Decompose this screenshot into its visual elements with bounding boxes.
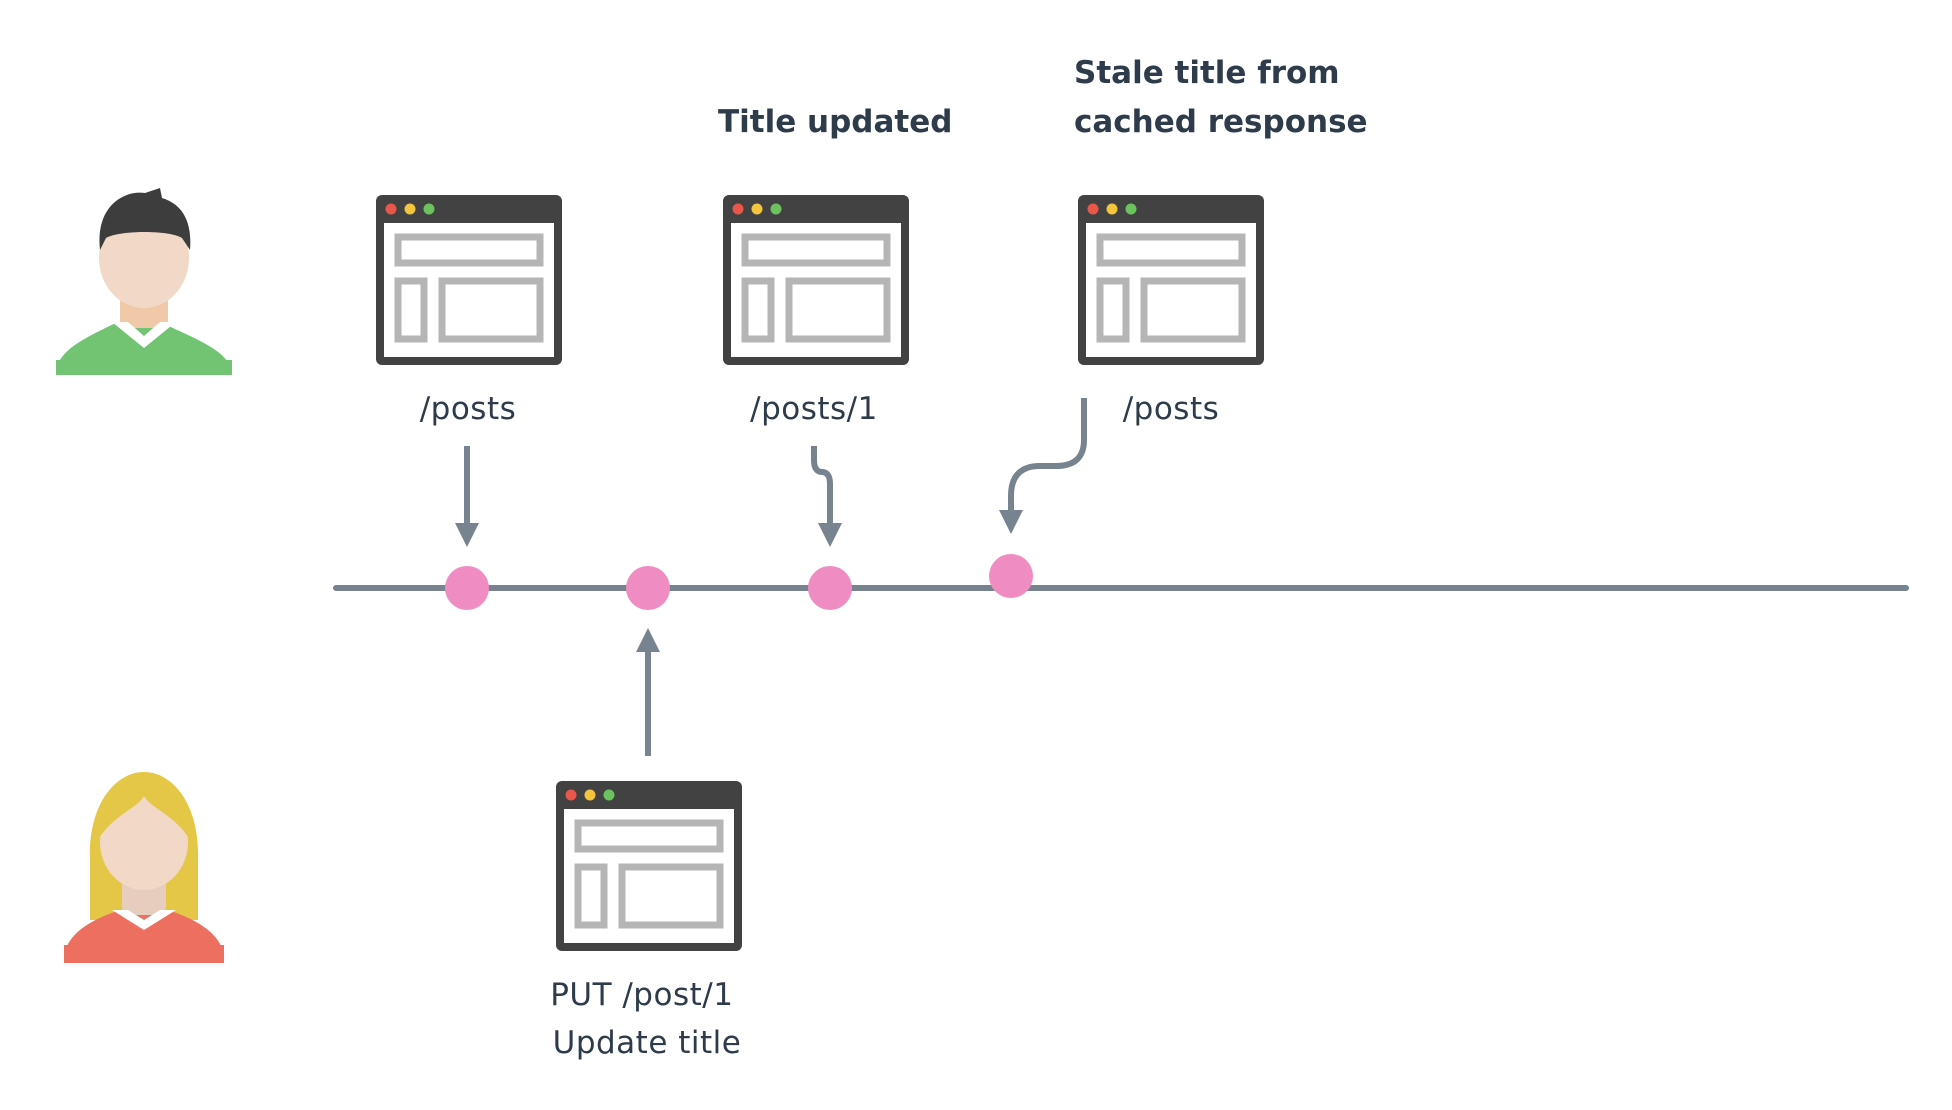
browser-window-icon — [556, 781, 742, 951]
request-label-get-post-1: /posts/1 — [750, 391, 878, 427]
arrow-cached-response — [999, 398, 1087, 534]
request-label-put-update: PUT /post/1 Update title — [550, 977, 744, 1061]
annotation-title-updated: Title updated — [718, 104, 952, 140]
browser-window-icon — [376, 195, 562, 365]
annotation-line: Stale title from — [1074, 55, 1340, 91]
female-user-icon — [64, 772, 224, 963]
request-label-get-posts: /posts — [420, 391, 517, 427]
request-line: /posts — [1123, 391, 1220, 427]
request-line: PUT /post/1 — [550, 977, 733, 1013]
male-user-icon — [56, 188, 232, 375]
event-dot-put-update — [626, 566, 670, 610]
annotation-line: cached response — [1074, 104, 1368, 140]
annotation-stale-title: Stale title from cached response — [1074, 55, 1368, 140]
request-label-get-posts-cached: /posts — [1123, 391, 1220, 427]
browser-window-icon — [1078, 195, 1264, 365]
arrow-get-post-1 — [811, 446, 842, 547]
request-line: Update title — [553, 1025, 742, 1061]
request-line: /posts/1 — [750, 391, 878, 427]
event-dot-get-posts — [445, 566, 489, 610]
event-dot-get-post-1 — [808, 566, 852, 610]
event-dot-cached-posts — [989, 554, 1033, 598]
browser-window-icon — [723, 195, 909, 365]
annotation-line: Title updated — [718, 104, 952, 140]
request-line: /posts — [420, 391, 517, 427]
